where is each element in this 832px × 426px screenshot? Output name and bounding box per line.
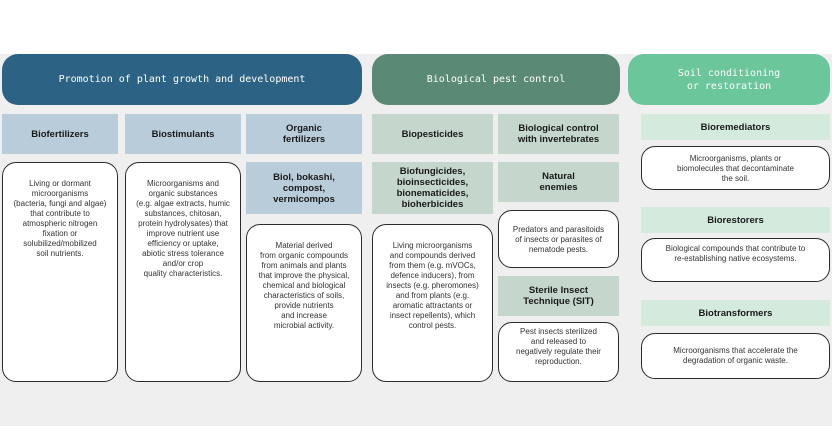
label-natural-enemies: Natural enemies (498, 162, 619, 202)
label-biotransformers: Biotransformers (641, 300, 830, 326)
label-biopesticides: Biopesticides (372, 114, 493, 154)
header-promotion: Promotion of plant growth and developmen… (2, 54, 362, 105)
label-invertebrates: Biological control with invertebrates (498, 114, 619, 154)
label-biorestorers: Biorestorers (641, 207, 830, 233)
desc-biorestorers: Biological compounds that contribute to … (641, 238, 830, 282)
desc-bioremediators: Microorganisms, plants or biomolecules t… (641, 146, 830, 190)
label-biofertilizers: Biofertilizers (2, 114, 118, 154)
top-margin (0, 0, 832, 54)
desc-organic-fertilizers: Material derived from organic compounds … (246, 224, 362, 382)
desc-biopesticides: Living microorganisms and compounds deri… (372, 224, 493, 382)
header-soil-conditioning: Soil conditioning or restoration (628, 54, 830, 105)
desc-biostimulants: Microorganisms and organic substances (e… (125, 162, 241, 382)
desc-biotransformers: Microorganisms that accelerate the degra… (641, 333, 830, 379)
header-pest-control: Biological pest control (372, 54, 620, 105)
label-organic-fertilizers: Organic fertilizers (246, 114, 362, 154)
desc-natural-enemies: Predators and parasitoids of insects or … (498, 210, 619, 268)
desc-biofertilizers: Living or dormant microorganisms (bacter… (2, 162, 118, 382)
label-biostimulants: Biostimulants (125, 114, 241, 154)
label-sit: Sterile Insect Technique (SIT) (498, 276, 619, 316)
desc-sit: Pest insects sterilized and released to … (498, 322, 619, 382)
label-biofungicides: Biofungicides, bioinsecticides, bionemat… (372, 162, 493, 214)
label-biol-bokashi: Biol, bokashi, compost, vermicompos (246, 162, 362, 214)
label-bioremediators: Bioremediators (641, 114, 830, 140)
